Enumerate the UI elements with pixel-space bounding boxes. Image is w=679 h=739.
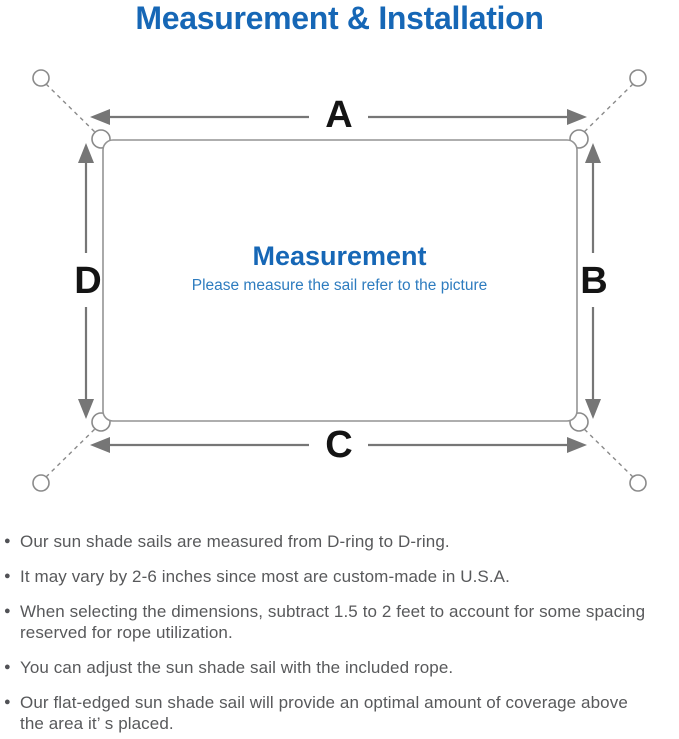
dim-arrow-b: [585, 143, 601, 419]
note-line: Our sun shade sails are measured from D-…: [20, 532, 450, 551]
anchor-point-icon-bottom-left: [32, 474, 50, 492]
list-item: ● When selecting the dimensions, subtrac…: [4, 601, 676, 643]
bullet-icon: ●: [4, 661, 11, 673]
list-item: ● You can adjust the sun shade sail with…: [4, 657, 676, 678]
measurement-diagram: A B C D: [32, 69, 647, 492]
note-line: reserved for rope utilization.: [20, 623, 233, 642]
note-line: the area it’ s placed.: [20, 714, 174, 733]
list-item: ● It may vary by 2-6 inches since most a…: [4, 566, 676, 587]
dim-label-c: C: [325, 424, 352, 466]
bullet-icon: ●: [4, 535, 11, 547]
guy-line-top-right: [576, 83, 634, 140]
guy-line-bottom-left: [45, 421, 103, 478]
note-line: You can adjust the sun shade sail with t…: [20, 658, 454, 677]
bullet-icon: ●: [4, 696, 11, 708]
dim-arrow-d: [78, 143, 94, 419]
notes-list: ● Our sun shade sails are measured from …: [4, 531, 676, 739]
dim-arrow-a: [90, 109, 587, 125]
page-title: Measurement & Installation: [135, 0, 544, 36]
bullet-icon: ●: [4, 605, 11, 617]
guy-line-top-left: [45, 83, 103, 140]
list-item: ● Our sun shade sails are measured from …: [4, 531, 676, 552]
dim-label-d: D: [74, 260, 101, 302]
anchor-point-icon-top-right: [629, 69, 647, 87]
guy-line-bottom-right: [576, 421, 634, 478]
note-line: When selecting the dimensions, subtract …: [20, 602, 646, 621]
bullet-icon: ●: [4, 570, 11, 582]
sail-outline: [102, 139, 578, 422]
dim-label-b: B: [580, 260, 607, 302]
dim-arrow-c: [90, 437, 587, 453]
note-line: Our flat-edged sun shade sail will provi…: [20, 693, 628, 712]
list-item: ● Our flat-edged sun shade sail will pro…: [4, 692, 676, 734]
anchor-point-icon-top-left: [32, 69, 50, 87]
anchor-point-icon-bottom-right: [629, 474, 647, 492]
dim-label-a: A: [325, 94, 352, 136]
note-line: It may vary by 2-6 inches since most are…: [20, 567, 510, 586]
